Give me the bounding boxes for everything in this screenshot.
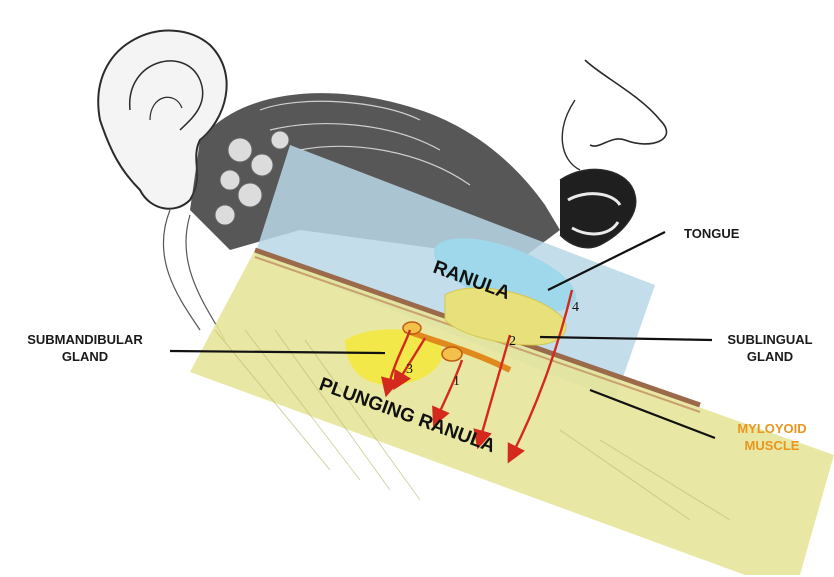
submandibular-gland-label: SUBMANDIBULAR GLAND	[10, 331, 160, 365]
path-number-4: 4	[572, 300, 579, 315]
myloyoid-label-line2: MUSCLE	[722, 437, 822, 454]
path-number-3: 3	[406, 362, 413, 377]
myloyoid-muscle-label: MYLOYOID MUSCLE	[722, 420, 822, 454]
submandibular-label-line2: GLAND	[10, 348, 160, 365]
nose-outline	[585, 60, 667, 146]
sublingual-label-line1: SUBLINGUAL	[715, 331, 825, 348]
duct-ring-1	[403, 322, 421, 334]
submandibular-label-line1: SUBMANDIBULAR	[10, 331, 160, 348]
path-number-1: 1	[453, 374, 460, 389]
path-number-2: 2	[509, 334, 516, 349]
sublingual-gland-label: SUBLINGUAL GLAND	[715, 331, 825, 365]
myloyoid-label-line1: MYLOYOID	[722, 420, 822, 437]
lips-outline	[560, 169, 636, 247]
tongue-label: TONGUE	[684, 225, 739, 242]
duct-ring-2	[442, 347, 462, 361]
sublingual-label-line2: GLAND	[715, 348, 825, 365]
